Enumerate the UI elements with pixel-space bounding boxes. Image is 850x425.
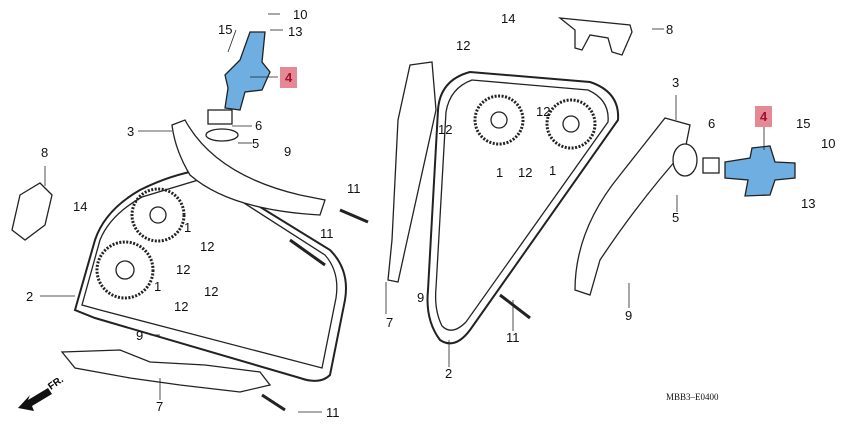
callout-9: 9 [417, 290, 425, 305]
callout-12: 12 [536, 104, 551, 119]
callout-14: 14 [73, 199, 88, 214]
callout-12: 12 [174, 299, 189, 314]
chain-guide-bracket [11, 182, 53, 241]
callout-7: 7 [386, 315, 394, 330]
sprocket [95, 240, 155, 300]
callout-1: 1 [496, 165, 504, 180]
chain-guide-lower [60, 349, 272, 393]
chain-guide-bracket [557, 17, 633, 56]
cam-chain-tensioner [724, 145, 796, 197]
callout-12: 12 [200, 239, 215, 254]
callout-11: 11 [326, 405, 340, 420]
callout-9: 9 [625, 308, 633, 323]
bolt [261, 393, 286, 412]
callout-3: 3 [672, 75, 680, 90]
callout-2: 2 [445, 366, 453, 381]
sprocket [473, 94, 525, 146]
callout-8: 8 [41, 145, 49, 160]
callout-6: 6 [255, 118, 263, 133]
callout-13: 13 [288, 24, 303, 39]
callout-15: 15 [796, 116, 811, 131]
callout-10: 10 [293, 7, 308, 22]
callout-1: 1 [549, 163, 557, 178]
callout-5: 5 [252, 136, 260, 151]
callout-6: 6 [708, 116, 716, 131]
callout-12: 12 [438, 122, 453, 137]
tensioner-guide [574, 117, 691, 296]
bolt [339, 208, 369, 224]
tensioner-guide [171, 119, 326, 216]
callout-10: 10 [821, 136, 836, 151]
callout-1: 1 [154, 279, 162, 294]
callout-14: 14 [501, 11, 516, 26]
callout-2: 2 [26, 289, 34, 304]
callout-7: 7 [156, 399, 164, 414]
callout-11: 11 [506, 330, 520, 345]
chain-guide-vertical [387, 61, 437, 283]
callout-3: 3 [127, 124, 135, 139]
bolt [499, 293, 531, 320]
callout-5: 5 [672, 210, 680, 225]
callout-1: 1 [184, 220, 192, 235]
callout-12: 12 [518, 165, 533, 180]
callout-12: 12 [204, 284, 219, 299]
diagram-code: MBB3–E0400 [666, 392, 719, 402]
callout-9: 9 [136, 328, 144, 343]
callout-11: 11 [320, 226, 334, 241]
callout-4-highlighted[interactable]: 4 [755, 106, 773, 127]
cam-chain-right [426, 70, 620, 345]
sprocket [130, 187, 186, 243]
callout-13: 13 [801, 196, 816, 211]
callout-4-highlighted[interactable]: 4 [280, 67, 298, 88]
callout-12: 12 [176, 262, 191, 277]
cam-chain-left [73, 168, 347, 382]
callout-12: 12 [456, 38, 471, 53]
callout-9: 9 [284, 144, 292, 159]
callout-15: 15 [218, 22, 233, 37]
sprocket [545, 98, 597, 150]
cam-chain-tensioner [224, 31, 271, 111]
callout-11: 11 [347, 181, 361, 196]
bolt [289, 238, 326, 267]
callout-8: 8 [666, 22, 674, 37]
